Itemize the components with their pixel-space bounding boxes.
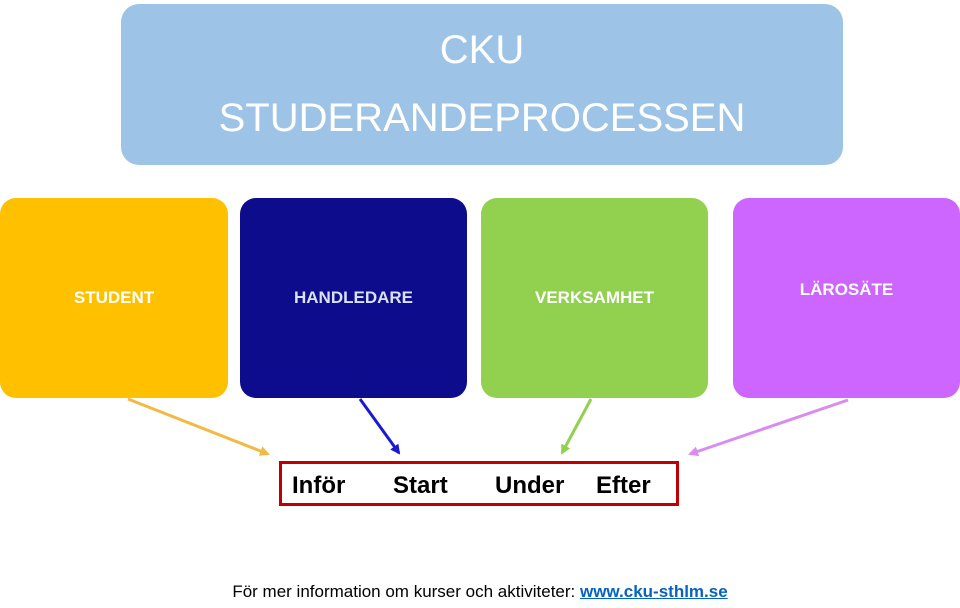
- title-line-2: STUDERANDEPROCESSEN: [218, 96, 746, 140]
- phase-infor: Inför: [292, 472, 346, 499]
- footer-link[interactable]: www.cku-sthlm.se: [579, 582, 728, 601]
- arrow-handledare: [358, 398, 401, 455]
- arrow-verksamhet: [560, 398, 593, 455]
- actor-larosate-box: LÄROSÄTE: [733, 198, 960, 398]
- actor-handledare-label: HANDLEDARE: [294, 288, 413, 307]
- phase-under: Under: [495, 472, 565, 499]
- footer: För mer information om kurser och aktivi…: [0, 582, 960, 602]
- title-line-1: CKU: [439, 28, 525, 72]
- arrow-student: [127, 397, 270, 456]
- actor-student-box: STUDENT: [0, 198, 228, 398]
- phase-efter: Efter: [596, 472, 651, 499]
- phase-start: Start: [393, 472, 448, 499]
- actor-student-label: STUDENT: [73, 288, 155, 307]
- actor-verksamhet-label: VERKSAMHET: [534, 288, 654, 307]
- actor-verksamhet-box: VERKSAMHET: [481, 198, 708, 398]
- actor-handledare-box: HANDLEDARE: [240, 198, 467, 398]
- phase-box: Inför Start Under Efter: [279, 461, 679, 506]
- actor-larosate-label: LÄROSÄTE: [799, 280, 894, 299]
- footer-text: För mer information om kurser och aktivi…: [232, 582, 580, 601]
- title-box: CKU STUDERANDEPROCESSEN: [121, 4, 843, 165]
- arrow-larosate: [688, 398, 849, 457]
